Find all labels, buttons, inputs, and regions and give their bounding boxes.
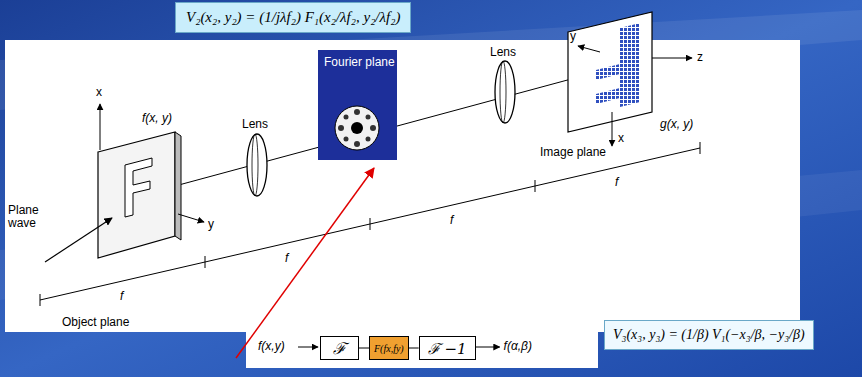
filter-holes	[338, 109, 376, 147]
formula-box: V₃(x₃, y₃) = (1/β) V₁(−x₃/β, −y₃/β)	[604, 320, 814, 350]
connector	[359, 348, 369, 349]
object-plane-edge	[175, 132, 181, 240]
dimension-label: f	[285, 252, 288, 265]
fourier-plane	[318, 50, 397, 160]
input-arrow	[298, 347, 318, 348]
dimension-ticks	[40, 142, 700, 306]
part-label: Lens	[242, 118, 268, 131]
function-label: g(x, y)	[660, 118, 693, 131]
image-plane	[568, 12, 652, 132]
x-axis-arrow	[612, 112, 613, 146]
part-label: Object plane	[62, 316, 129, 329]
spectrum-box: F(fx,fy)	[369, 336, 409, 360]
axis-label: y	[570, 30, 576, 43]
object-plane	[98, 132, 175, 258]
formula-box: V₂(x₂, y₂) = (1/jλf₂) F₁(x₂/λf₂, y₂/λf₂)	[175, 2, 411, 33]
connector	[409, 348, 419, 349]
filter-stop	[351, 122, 363, 134]
lens	[247, 134, 267, 196]
axis-label: x	[96, 86, 102, 99]
function-label: f(x, y)	[142, 112, 172, 125]
y-axis-arrow	[178, 214, 204, 222]
axis-label: x	[618, 132, 624, 145]
node-text: F(fx,fy)	[374, 343, 404, 354]
inverse-transform-box: ℱ −1	[419, 336, 476, 360]
lens-edge	[252, 134, 258, 196]
node-text: ℱ −1	[428, 338, 467, 358]
axis-label: y	[208, 218, 214, 231]
transform-box: ℱ	[320, 336, 359, 360]
part-label: Image plane	[540, 146, 606, 159]
figure-panel	[5, 40, 800, 332]
node-text: V₂(x₂, y₂) = (1/jλf₂) F₁(x₂/λf₂, y₂/λf₂)	[186, 9, 400, 26]
y-axis-arrow	[578, 46, 600, 52]
dimension-label: f	[615, 176, 618, 189]
plane-wave-arrow	[45, 218, 112, 262]
f-cutout	[125, 158, 152, 217]
node-text: ℱ	[333, 337, 346, 359]
dimension-label: f	[450, 214, 453, 227]
dimension-line	[40, 148, 700, 300]
x-axis-arrow	[100, 104, 101, 150]
block-panel	[246, 330, 598, 368]
output-arrow	[476, 347, 500, 348]
lens-edge	[500, 61, 506, 123]
part-label: Fourier plane	[324, 56, 395, 69]
pointer-arrow	[236, 168, 374, 358]
z-axis-arrow	[652, 58, 692, 59]
lens	[495, 61, 515, 123]
node-text: V₃(x₃, y₃) = (1/β) V₁(−x₃/β, −y₃/β)	[613, 327, 805, 343]
image-pattern	[596, 88, 620, 104]
image-pattern	[620, 23, 640, 107]
part-label: Lens	[490, 46, 516, 59]
image-pattern	[596, 64, 620, 80]
signal-label: f(x,y)	[258, 340, 285, 353]
fourier-filter	[335, 106, 379, 150]
signal-label: f(α,β)	[504, 340, 532, 353]
axis-label: z	[697, 51, 703, 64]
dimension-label: f	[120, 290, 123, 303]
part-label: Plane wave	[8, 204, 48, 230]
